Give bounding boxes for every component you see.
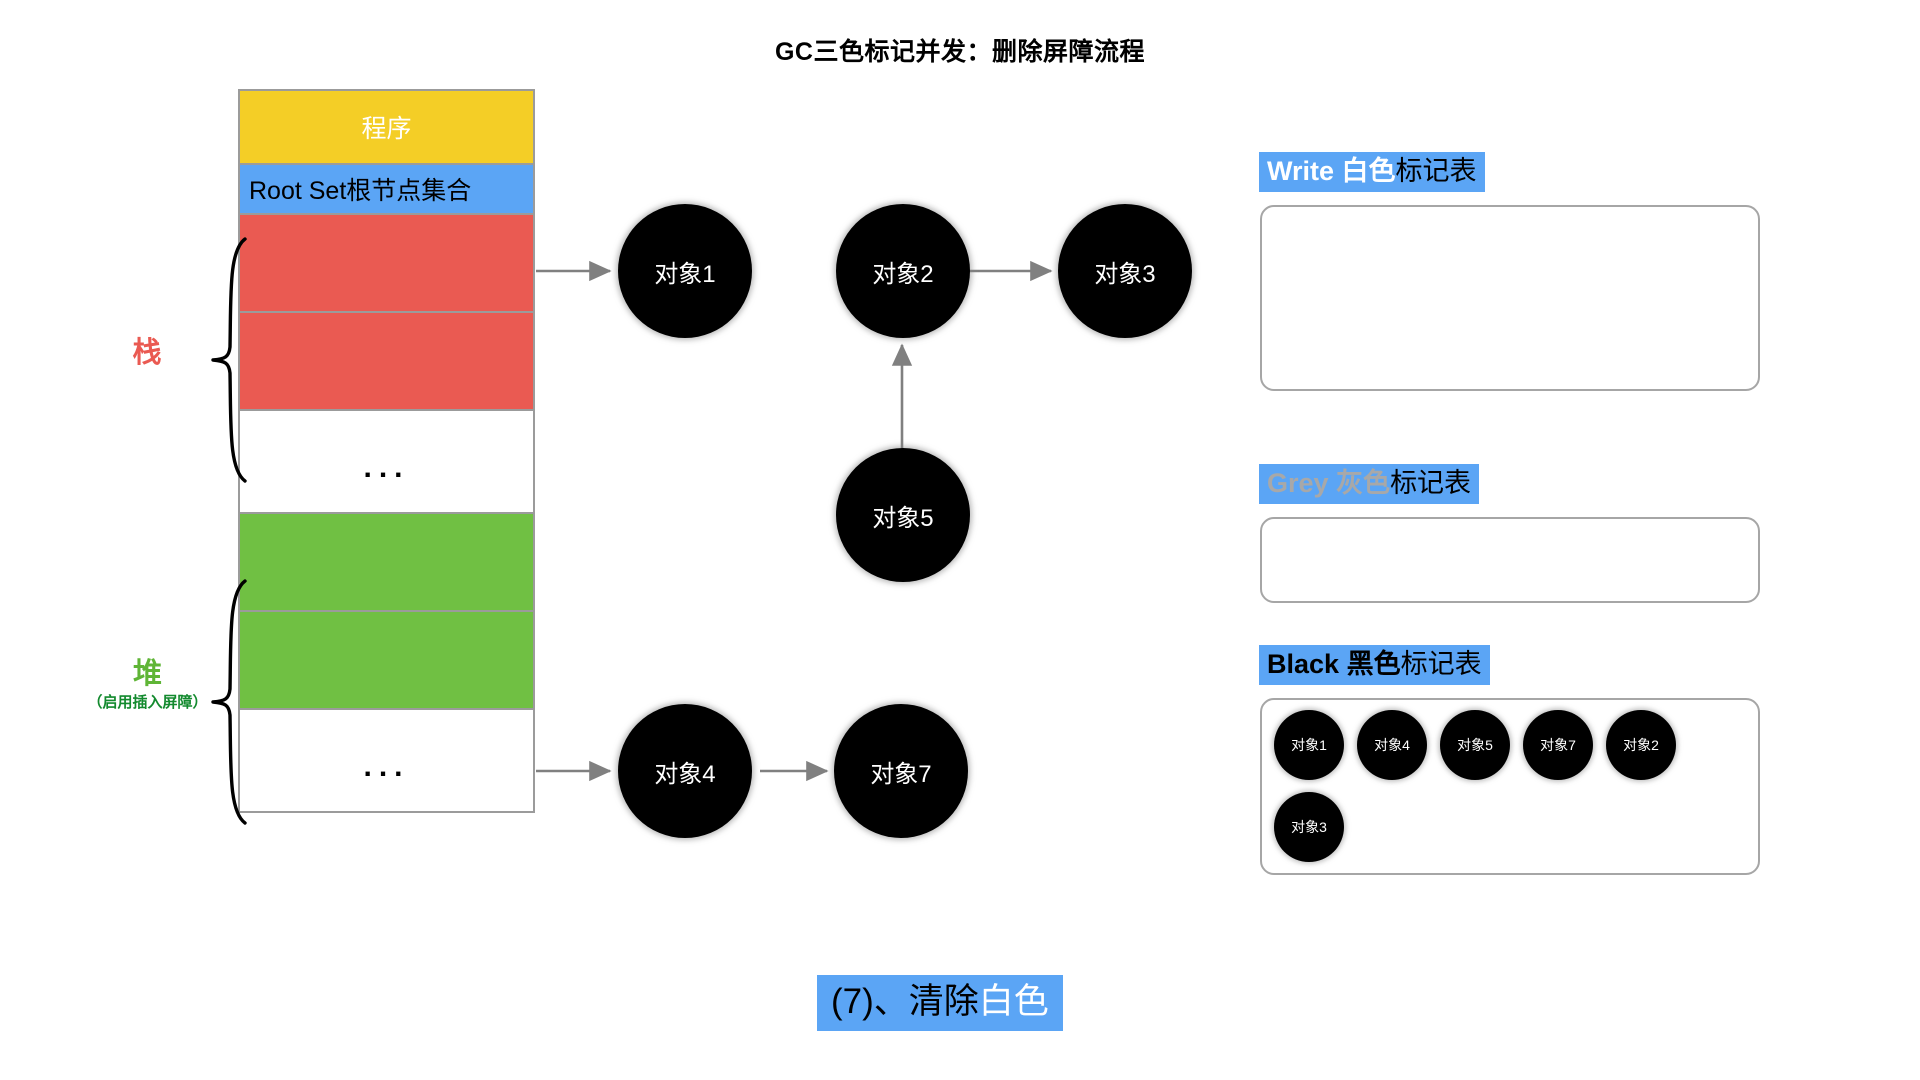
mark-table-chip-label: 对象2 bbox=[1623, 737, 1659, 753]
memory-cell-heap-ellipsis: ... bbox=[238, 708, 535, 813]
stack-ellipsis-label: ... bbox=[363, 450, 410, 484]
graph-node-obj7-label: 对象7 bbox=[870, 760, 932, 788]
black-mark-table-colorword: 黑色 bbox=[1339, 649, 1401, 679]
graph-node-obj4[interactable]: 对象4 bbox=[618, 704, 752, 838]
white-mark-table-items bbox=[1260, 205, 1760, 391]
step-caption-light: 白色 bbox=[978, 982, 1049, 1021]
grey-mark-table-items bbox=[1260, 517, 1760, 603]
grey-mark-table-colorword: 灰色 bbox=[1328, 468, 1391, 498]
memory-cell-heap-slot-2 bbox=[238, 610, 535, 710]
heap-label-sub: （启用插入屏障） bbox=[87, 694, 208, 712]
grey-mark-table-header: Grey 灰色标记表 bbox=[1259, 464, 1480, 505]
mark-table-chip-label: 对象4 bbox=[1374, 737, 1410, 753]
graph-node-obj5[interactable]: 对象5 bbox=[836, 448, 970, 582]
grey-mark-table-keyword: Grey bbox=[1267, 468, 1329, 498]
memory-cell-root-set-label: Root Set根节点集合 bbox=[249, 177, 472, 205]
memory-cell-stack-slot-2 bbox=[238, 311, 535, 411]
white-mark-table-body bbox=[1260, 205, 1760, 391]
grey-mark-table-body bbox=[1260, 517, 1760, 603]
memory-column: 程序 Root Set根节点集合 ... ... bbox=[238, 89, 535, 813]
mark-table-chip[interactable]: 对象1 bbox=[1274, 710, 1344, 780]
black-mark-table-keyword: Black bbox=[1267, 649, 1340, 679]
white-mark-table: Write 白色标记表 bbox=[1259, 152, 1760, 402]
graph-node-obj1[interactable]: 对象1 bbox=[618, 204, 752, 338]
black-mark-table-body bbox=[1260, 698, 1760, 875]
mark-table-chip-label: 对象3 bbox=[1291, 819, 1327, 835]
memory-cell-heap-slot-1 bbox=[238, 512, 535, 612]
white-mark-table-tail: 标记表 bbox=[1395, 156, 1477, 186]
grey-mark-table: Grey 灰色标记表 bbox=[1259, 464, 1760, 604]
mark-table-chip-label: 对象1 bbox=[1291, 737, 1327, 753]
memory-cell-program: 程序 bbox=[238, 89, 535, 165]
white-mark-table-keyword: Write bbox=[1267, 156, 1335, 186]
mark-table-chip[interactable]: 对象7 bbox=[1523, 710, 1593, 780]
memory-cell-stack-slot-1 bbox=[238, 213, 535, 313]
mark-table-chip-label: 对象5 bbox=[1457, 737, 1493, 753]
graph-node-obj2[interactable]: 对象2 bbox=[836, 204, 970, 338]
black-mark-table-tail: 标记表 bbox=[1400, 649, 1482, 679]
grey-mark-table-tail: 标记表 bbox=[1390, 468, 1472, 498]
step-caption: (7)、清除白色 bbox=[817, 975, 1063, 1032]
mark-table-chip[interactable]: 对象4 bbox=[1357, 710, 1427, 780]
page-title: GC三色标记并发：删除屏障流程 bbox=[774, 38, 1145, 66]
heap-ellipsis-label: ... bbox=[363, 749, 410, 783]
black-mark-table: Black 黑色标记表 对象1 对象4 对象5 对象7 对象2 对象3 bbox=[1259, 645, 1760, 875]
white-mark-table-header: Write 白色标记表 bbox=[1259, 152, 1485, 193]
memory-cell-root-set: Root Set根节点集合 bbox=[238, 163, 535, 215]
mark-table-chip-label: 对象7 bbox=[1540, 737, 1576, 753]
graph-node-obj2-label: 对象2 bbox=[872, 260, 934, 288]
memory-cell-program-label: 程序 bbox=[361, 115, 412, 143]
graph-node-obj4-label: 对象4 bbox=[654, 760, 716, 788]
heap-label: 堆 （启用插入屏障） bbox=[60, 656, 235, 713]
stack-label-main: 栈 bbox=[132, 337, 162, 369]
stack-label: 栈 bbox=[92, 335, 202, 371]
black-mark-table-header: Black 黑色标记表 bbox=[1259, 645, 1490, 686]
graph-node-obj7[interactable]: 对象7 bbox=[834, 704, 968, 838]
mark-table-chip[interactable]: 对象5 bbox=[1440, 710, 1510, 780]
graph-node-obj1-label: 对象1 bbox=[654, 260, 716, 288]
step-caption-dark: (7)、清除 bbox=[831, 982, 979, 1021]
mark-table-chip[interactable]: 对象3 bbox=[1274, 792, 1344, 862]
heap-label-main: 堆 bbox=[132, 658, 162, 690]
white-mark-table-colorword: 白色 bbox=[1334, 156, 1396, 186]
black-mark-table-items: 对象1 对象4 对象5 对象7 对象2 对象3 bbox=[1260, 698, 1760, 875]
graph-node-obj5-label: 对象5 bbox=[872, 504, 934, 532]
mark-table-chip[interactable]: 对象2 bbox=[1606, 710, 1676, 780]
graph-node-obj3[interactable]: 对象3 bbox=[1058, 204, 1192, 338]
graph-node-obj3-label: 对象3 bbox=[1094, 260, 1156, 288]
memory-cell-stack-ellipsis: ... bbox=[238, 409, 535, 514]
